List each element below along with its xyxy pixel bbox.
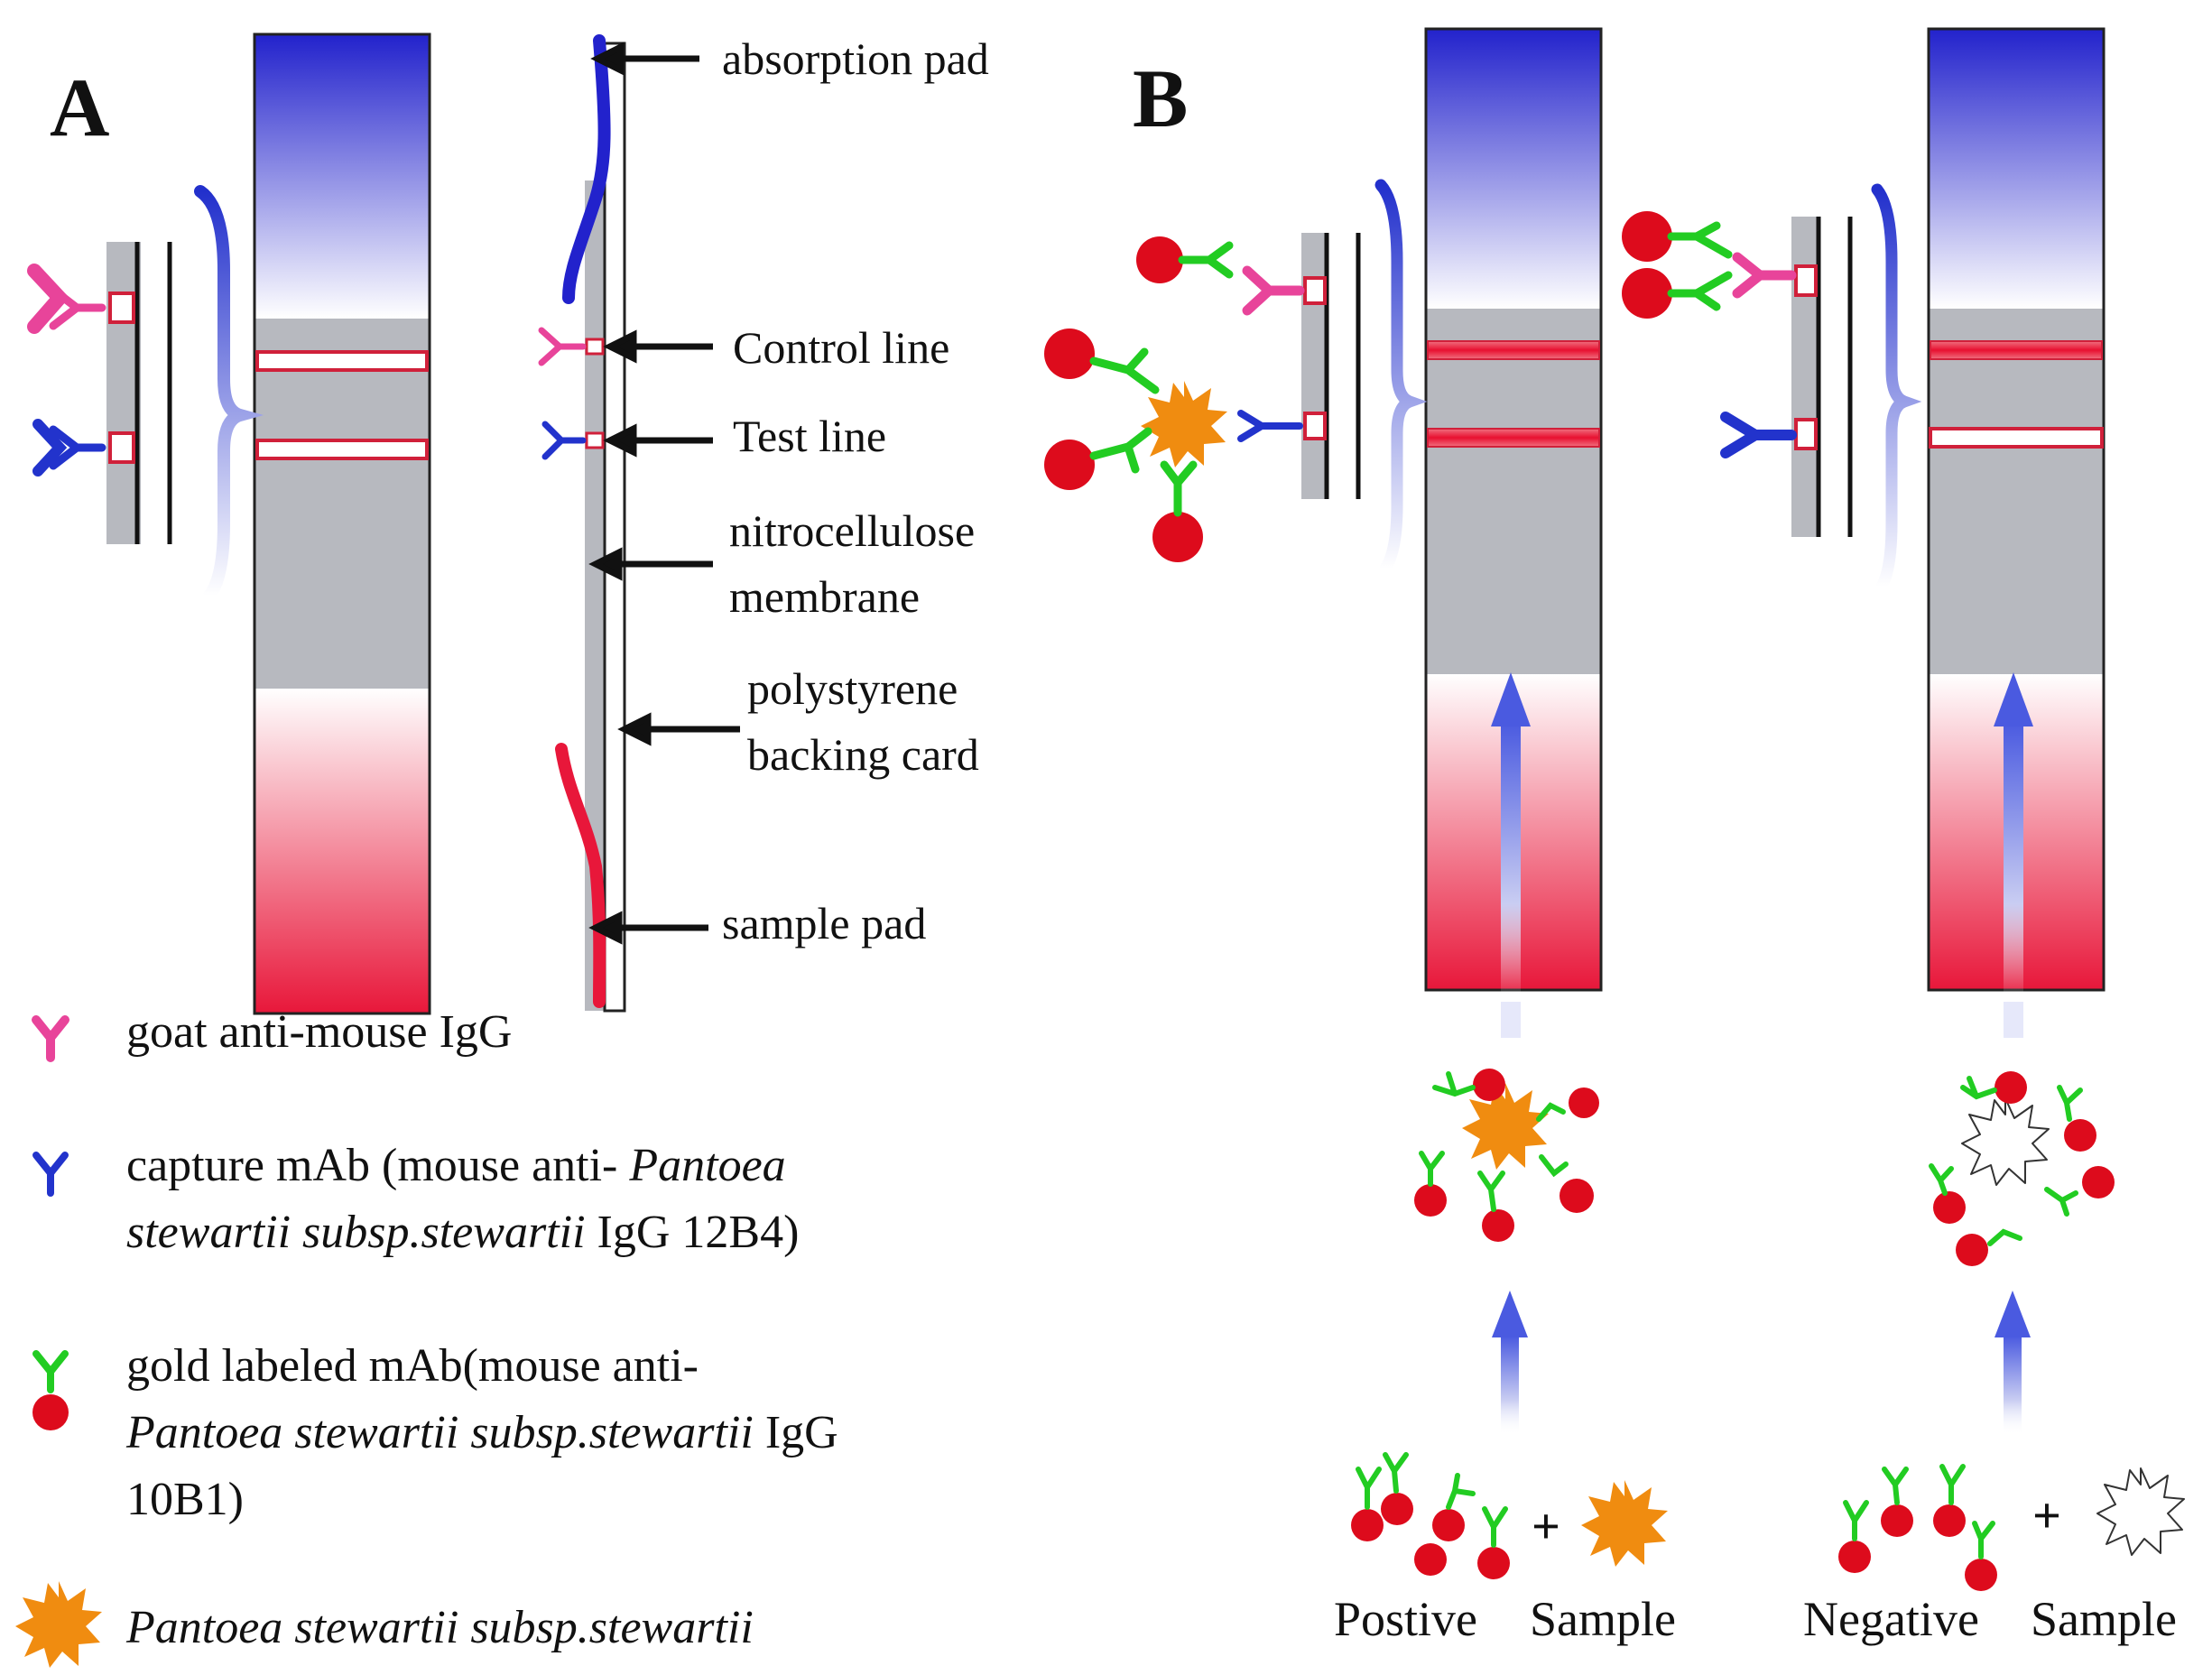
positive-zoom-inset	[1044, 179, 1428, 575]
positive-control-line	[1427, 340, 1600, 360]
legend-capture-1-plain: capture mAb (mouse anti-	[126, 1140, 629, 1191]
negative-plus: +	[2032, 1488, 2061, 1544]
positive-test-line	[1427, 428, 1600, 448]
positive-strip	[1424, 27, 1603, 992]
sample-pad-side	[555, 743, 606, 1008]
legend-gold-2-plain: IgG	[754, 1407, 838, 1458]
legend: goat anti-mouse IgG capture mAb (mouse a…	[15, 1006, 838, 1668]
positive-label: Postive	[1334, 1592, 1477, 1646]
pathogen-sample-icon	[1581, 1480, 1668, 1567]
negative-mixture-cluster	[1929, 1071, 2115, 1266]
legend-goat: goat anti-mouse IgG	[126, 1006, 512, 1058]
nitrocellulose-label-1: nitrocellulose	[729, 505, 975, 556]
legend-pathogen: Pantoea stewartii subsp.stewartii	[125, 1602, 754, 1653]
legend-gold-2-italic: Pantoea stewartii subsp.stewartii	[125, 1407, 754, 1458]
flow-arrows	[1491, 672, 2033, 1435]
negative-test-line	[1929, 427, 2104, 449]
blank-sample-icon	[2096, 1467, 2185, 1556]
negative-label: Negative	[1803, 1592, 1979, 1646]
negative-control-line	[1930, 340, 2103, 360]
goat-antibody-icon	[27, 264, 102, 334]
legend-capture-2: stewartii subsp.stewartii IgG 12B4)	[126, 1207, 799, 1258]
panel-b-label: B	[1133, 52, 1188, 144]
legend-gold-2: Pantoea stewartii subsp.stewartii IgG	[125, 1407, 838, 1458]
zoom-bracket	[194, 185, 264, 602]
legend-capture-1-italic: Pantoea	[628, 1140, 785, 1191]
negative-reagents: + Negative Sample	[1803, 1464, 2185, 1646]
test-line	[255, 439, 429, 460]
positive-plus: +	[1532, 1499, 1560, 1555]
absorption-pad-label: absorption pad	[722, 33, 989, 84]
backing-card-label-2: backing card	[747, 729, 979, 780]
legend-gold-3: 10B1)	[126, 1474, 244, 1525]
sample-pad	[255, 689, 430, 1013]
nitrocellulose-label-2: membrane	[729, 571, 920, 622]
capture-antibody-icon	[32, 419, 102, 477]
panel-a-side-view	[538, 34, 626, 1013]
legend-gold-1: gold labeled mAb(mouse anti-	[126, 1340, 699, 1392]
pathogen-legend-icon	[15, 1581, 102, 1668]
panel-a-callouts: absorption pad Control line Test line ni…	[722, 33, 989, 949]
negative-zoom-inset	[1622, 183, 1922, 593]
backing-card-label-1: polystyrene	[747, 663, 958, 714]
positive-mixture-cluster	[1414, 1069, 1599, 1242]
capture-antibody-legend-icon	[32, 1152, 69, 1197]
test-line-label: Test line	[733, 411, 886, 461]
sample-pad-label: sample pad	[722, 898, 926, 949]
positive-reagents: + Postive Sample	[1334, 1452, 1676, 1646]
absorption-pad-side	[562, 34, 611, 304]
negative-sample-label: Sample	[2031, 1592, 2177, 1646]
panel-a-strip	[253, 32, 431, 1015]
goat-antibody-legend-icon	[32, 1015, 69, 1062]
legend-capture-1: capture mAb (mouse anti- Pantoea	[126, 1140, 786, 1191]
control-line-label: Control line	[733, 322, 949, 373]
nitrocellulose-membrane	[255, 319, 430, 689]
panel-a-zoom-inset	[27, 185, 264, 602]
control-line	[255, 350, 429, 372]
absorption-pad	[255, 34, 430, 319]
gold-antibody-legend-icon	[32, 1350, 69, 1430]
legend-capture-2-plain: IgG 12B4)	[586, 1207, 800, 1258]
positive-sample-label: Sample	[1530, 1592, 1676, 1646]
panel-a-callout-arrows	[588, 42, 740, 945]
panel-a-label: A	[50, 61, 109, 153]
legend-capture-2-italic: stewartii subsp.stewartii	[126, 1207, 586, 1258]
